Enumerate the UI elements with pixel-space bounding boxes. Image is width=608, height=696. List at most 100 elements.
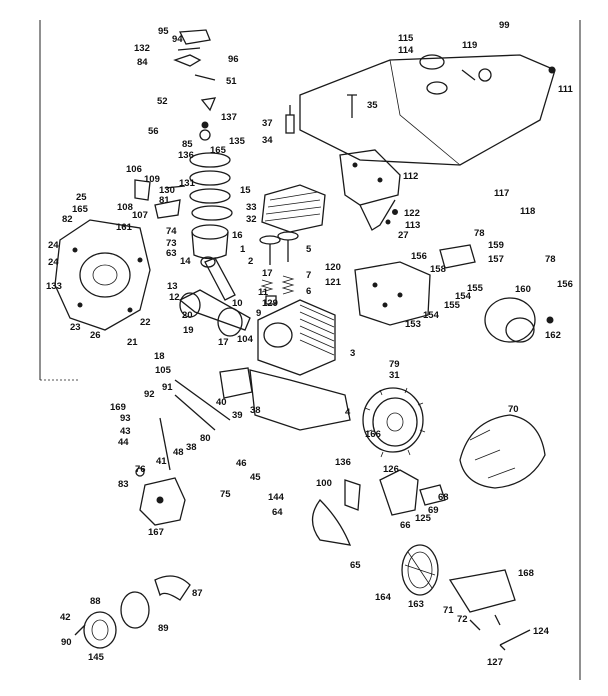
callout-92: 92 [144, 389, 155, 400]
callout-41: 41 [156, 456, 167, 467]
callout-73: 73 [166, 238, 177, 249]
callout-129: 129 [262, 298, 278, 309]
callout-10: 10 [232, 298, 243, 309]
callout-43: 43 [120, 426, 131, 437]
callout-17: 17 [262, 268, 273, 279]
callout-164: 164 [375, 592, 392, 603]
callout-39: 39 [232, 410, 243, 421]
callout-157: 157 [488, 254, 504, 265]
callout-63: 63 [166, 248, 177, 259]
callout-84: 84 [137, 57, 148, 68]
callout-111: 111 [558, 84, 574, 95]
callout-109: 109 [144, 174, 160, 185]
callout-163: 163 [408, 599, 424, 610]
callout-124: 124 [533, 626, 550, 637]
callout-6: 6 [306, 286, 311, 297]
callout-154: 154 [455, 291, 472, 302]
piston-rings [189, 152, 233, 221]
callout-91: 91 [162, 382, 173, 393]
callout-37: 37 [262, 118, 273, 129]
callout-64: 64 [272, 507, 283, 518]
piston [191, 224, 229, 260]
callout-75: 75 [220, 489, 231, 500]
control-bracket [354, 244, 476, 326]
callout-105: 105 [155, 365, 172, 376]
callout-38: 38 [186, 442, 197, 453]
callout-162: 162 [545, 330, 561, 341]
callout-79: 79 [389, 359, 400, 370]
diagram-frame [39, 20, 581, 680]
callout-46: 46 [236, 458, 247, 469]
callout-33: 33 [246, 202, 257, 213]
callout-137: 137 [221, 112, 237, 123]
callout-76: 76 [135, 464, 146, 475]
spark-plug [285, 94, 357, 134]
callout-90: 90 [61, 637, 72, 648]
callout-1: 1 [240, 244, 246, 255]
bolt [499, 629, 531, 651]
callout-156: 156 [411, 251, 427, 262]
wheel-tire [401, 544, 439, 596]
callout-9: 9 [256, 308, 261, 319]
callout-126: 126 [383, 464, 399, 475]
callout-156: 156 [557, 279, 573, 290]
callout-56: 56 [148, 126, 159, 137]
callout-51: 51 [226, 76, 237, 87]
callout-104: 104 [237, 334, 254, 345]
callout-18: 18 [154, 351, 165, 362]
callout-38: 38 [250, 405, 261, 416]
callout-160: 160 [515, 284, 531, 295]
callout-145: 145 [88, 652, 105, 663]
callout-114: 114 [398, 45, 414, 56]
callout-52: 52 [157, 96, 168, 107]
callout-17: 17 [218, 337, 229, 348]
top-small-parts [173, 29, 217, 141]
callout-20: 20 [182, 310, 193, 321]
callout-168: 168 [518, 568, 534, 579]
callout-88: 88 [90, 596, 101, 607]
valve-springs [260, 275, 295, 305]
callout-74: 74 [166, 226, 177, 237]
callout-127: 127 [487, 657, 503, 668]
callout-87: 87 [192, 588, 203, 599]
callout-2: 2 [248, 256, 253, 267]
callout-13: 13 [167, 281, 178, 292]
callout-159: 159 [488, 240, 504, 251]
callout-135: 135 [229, 136, 246, 147]
cylinder-head [261, 184, 326, 233]
callout-45: 45 [250, 472, 261, 483]
callout-96: 96 [228, 54, 239, 65]
lower-shields [311, 479, 361, 546]
callout-132: 132 [134, 43, 150, 54]
callout-133: 133 [46, 281, 62, 292]
callout-82: 82 [62, 214, 73, 225]
callout-166: 166 [365, 429, 381, 440]
callout-106: 106 [126, 164, 142, 175]
callout-81: 81 [159, 195, 170, 206]
callout-78: 78 [545, 254, 556, 265]
callout-16: 16 [232, 230, 243, 241]
callout-26: 26 [90, 330, 101, 341]
carburetor [135, 467, 186, 526]
tank-bracket [339, 149, 401, 231]
callout-24: 24 [48, 257, 59, 268]
callout-161: 161 [116, 222, 133, 233]
callout-44: 44 [118, 437, 129, 448]
callout-35: 35 [367, 100, 378, 111]
callout-108: 108 [117, 202, 133, 213]
callout-89: 89 [158, 623, 169, 634]
governor-linkage [159, 367, 253, 471]
starter-pulley [484, 297, 554, 343]
callout-125: 125 [415, 513, 432, 524]
callout-3: 3 [350, 348, 355, 359]
callout-32: 32 [246, 214, 257, 225]
callout-15: 15 [240, 185, 251, 196]
callout-85: 85 [182, 139, 193, 150]
callout-165: 165 [72, 204, 89, 215]
callout-153: 153 [405, 319, 421, 330]
callout-122: 122 [404, 208, 420, 219]
callout-12: 12 [169, 292, 180, 303]
callout-71: 71 [443, 605, 454, 616]
connecting-rod [200, 256, 236, 301]
